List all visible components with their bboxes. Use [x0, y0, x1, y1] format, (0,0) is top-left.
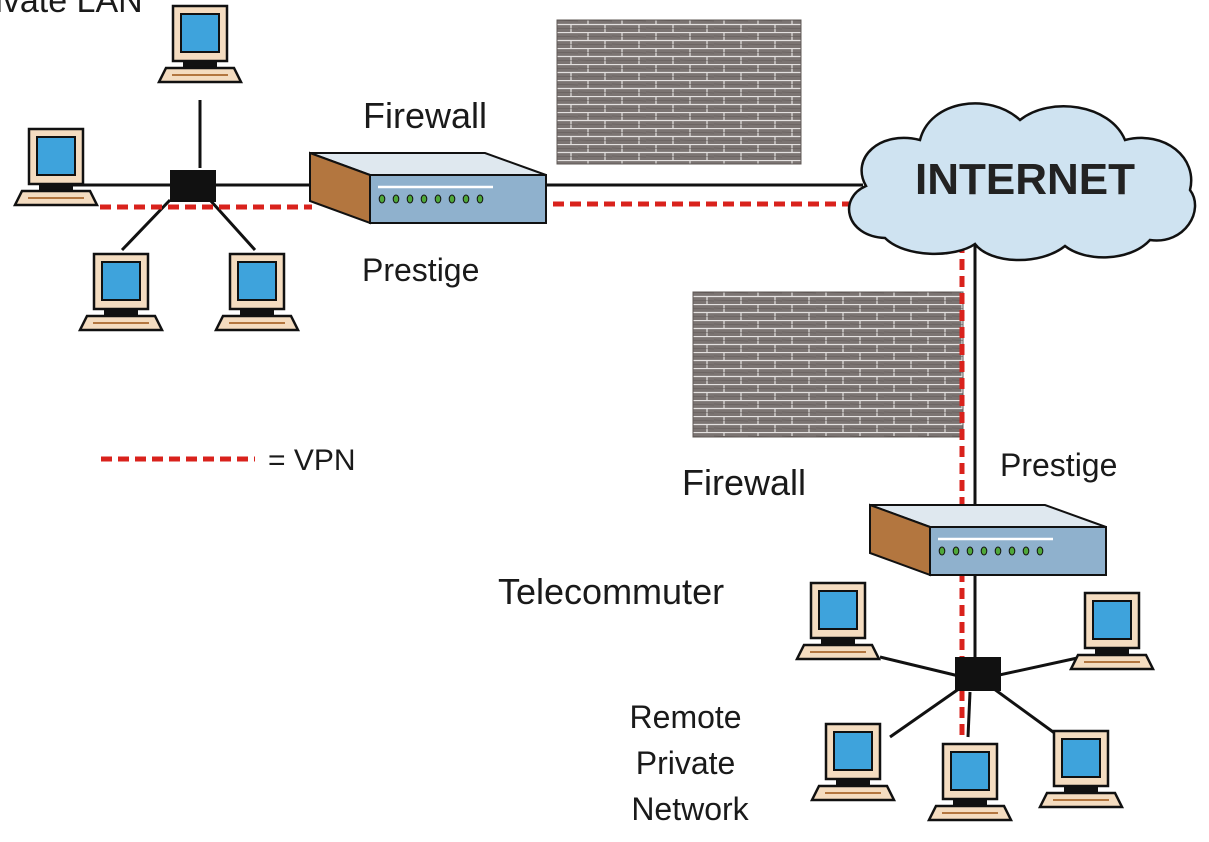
computer-icon — [157, 4, 243, 84]
cloud-icon — [847, 102, 1197, 262]
computer-icon — [810, 722, 896, 802]
remote-private-network-label: Remote Private Network — [630, 699, 751, 827]
firewall-label-bottom: Firewall — [682, 462, 806, 503]
network-links — [60, 100, 1083, 739]
computer-icon — [13, 127, 99, 207]
computer-icon — [927, 742, 1013, 822]
firewall-icon — [692, 291, 964, 438]
telecommuter-label: Telecommuter — [498, 571, 724, 612]
computer-icon — [78, 252, 164, 332]
prestige-label-left: Prestige — [362, 252, 479, 288]
computer-icon — [214, 252, 300, 332]
private-lan-label: Private LAN — [0, 0, 143, 20]
firewall-label-top: Firewall — [363, 95, 487, 136]
prestige-label-right: Prestige — [1000, 447, 1117, 483]
computer-icon — [1038, 729, 1124, 809]
hub-icon — [170, 170, 216, 202]
computer-icon — [1069, 591, 1155, 671]
internet-label: INTERNET — [915, 155, 1135, 204]
hub-icon — [955, 657, 1001, 691]
vpn-tunnel-line — [100, 201, 965, 740]
vpn-legend-label: = VPN — [268, 444, 356, 477]
router-icon — [308, 151, 548, 225]
router-icon — [868, 503, 1108, 577]
computer-icon — [795, 581, 881, 661]
firewall-icon — [556, 19, 802, 165]
